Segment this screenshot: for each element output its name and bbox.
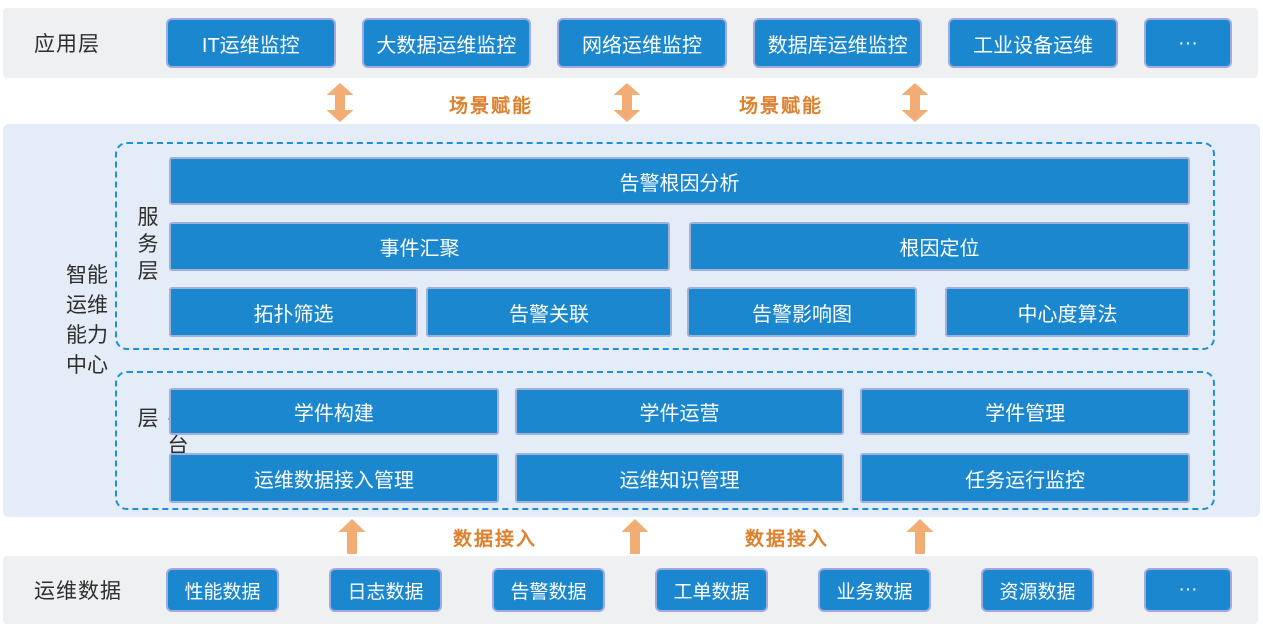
service-layer-label: 服务层 xyxy=(135,205,158,287)
capability-center-label-line: 运维 xyxy=(66,293,108,317)
data-access-label-right: 数据接入 xyxy=(744,529,830,550)
service-layer-group: 服务层 告警根因分析 事件汇聚 根因定位 拓扑筛选 告警关联 告警影响图 中心度… xyxy=(115,142,1215,350)
platform-box-ops-knowledge-management: 运维知识管理 xyxy=(514,453,845,503)
platform-box-learnware-construction: 学件构建 xyxy=(169,388,499,435)
application-layer-label: 应用层 xyxy=(34,33,100,56)
service-box-topology-filtering: 拓扑筛选 xyxy=(169,287,418,337)
data-box-resource-data: 资源数据 xyxy=(981,568,1094,612)
platform-layer-group: 平台层 学件构建 学件运营 学件管理 运维数据接入管理 运维知识管理 任务运行监… xyxy=(115,371,1215,510)
ops-data-layer-boxes: 性能数据 日志数据 告警数据 工单数据 业务数据 资源数据 ··· xyxy=(166,568,1232,612)
capability-center-label: 智能 运维 能力 中心 xyxy=(41,261,133,381)
scene-empowerment-label-right: 场景赋能 xyxy=(738,96,824,117)
service-row-1: 告警根因分析 xyxy=(169,157,1190,205)
platform-layer-content: 学件构建 学件运营 学件管理 运维数据接入管理 运维知识管理 任务运行监控 xyxy=(169,373,1191,508)
data-box-performance-data: 性能数据 xyxy=(166,568,279,612)
capability-center-label-line: 能力 xyxy=(66,323,108,347)
data-box-alarm-data: 告警数据 xyxy=(492,568,605,612)
service-box-alarm-root-cause-analysis: 告警根因分析 xyxy=(169,157,1190,205)
service-box-event-aggregation: 事件汇聚 xyxy=(169,222,670,271)
app-box-industrial-equipment-ops: 工业设备运维 xyxy=(948,18,1118,68)
scene-empowerment-label-left: 场景赋能 xyxy=(448,96,534,117)
data-box-more-ellipsis: ··· xyxy=(1144,568,1232,612)
up-arrow-icon xyxy=(621,519,649,559)
app-box-more-ellipsis: ··· xyxy=(1143,18,1232,68)
platform-row-1: 学件构建 学件运营 学件管理 xyxy=(169,388,1191,435)
platform-box-learnware-management: 学件管理 xyxy=(860,388,1191,435)
up-arrow-icon xyxy=(906,519,934,559)
service-box-alarm-correlation: 告警关联 xyxy=(426,287,672,337)
service-box-centrality-algorithm: 中心度算法 xyxy=(945,287,1190,337)
capability-center-section: 智能 运维 能力 中心 服务层 告警根因分析 事件汇聚 根因定位 拓扑筛选 告警… xyxy=(3,124,1260,517)
app-box-database-ops-monitoring: 数据库运维监控 xyxy=(752,18,923,68)
double-arrow-icon xyxy=(613,83,641,127)
up-arrow-icon xyxy=(338,519,366,559)
app-box-network-ops-monitoring: 网络运维监控 xyxy=(557,18,727,68)
ops-data-layer-bar: 运维数据 性能数据 日志数据 告警数据 工单数据 业务数据 资源数据 ··· xyxy=(3,556,1258,624)
app-box-bigdata-ops-monitoring: 大数据运维监控 xyxy=(361,18,532,68)
service-box-alarm-impact-graph: 告警影响图 xyxy=(687,287,917,337)
data-box-business-data: 业务数据 xyxy=(818,568,931,612)
capability-center-label-line: 智能 xyxy=(66,263,108,287)
application-layer-boxes: IT运维监控 大数据运维监控 网络运维监控 数据库运维监控 工业设备运维 ··· xyxy=(166,18,1232,68)
platform-row-2: 运维数据接入管理 运维知识管理 任务运行监控 xyxy=(169,453,1191,503)
service-box-root-cause-location: 根因定位 xyxy=(689,222,1190,271)
service-row-2: 事件汇聚 根因定位 xyxy=(169,222,1190,271)
capability-center-label-line: 中心 xyxy=(66,353,108,377)
app-box-it-ops-monitoring: IT运维监控 xyxy=(166,18,336,68)
platform-box-task-run-monitoring: 任务运行监控 xyxy=(860,453,1191,503)
service-layer-content: 告警根因分析 事件汇聚 根因定位 拓扑筛选 告警关联 告警影响图 中心度算法 xyxy=(169,144,1190,348)
ops-data-layer-label: 运维数据 xyxy=(34,580,122,603)
platform-box-learnware-operation: 学件运营 xyxy=(514,388,845,435)
data-box-ticket-data: 工单数据 xyxy=(655,568,768,612)
double-arrow-icon xyxy=(326,83,354,127)
data-access-label-left: 数据接入 xyxy=(452,529,538,550)
data-box-log-data: 日志数据 xyxy=(329,568,442,612)
service-row-3: 拓扑筛选 告警关联 告警影响图 中心度算法 xyxy=(169,287,1190,337)
platform-box-ops-data-access-management: 运维数据接入管理 xyxy=(169,453,499,503)
double-arrow-icon xyxy=(901,83,929,127)
application-layer-bar: 应用层 IT运维监控 大数据运维监控 网络运维监控 数据库运维监控 工业设备运维… xyxy=(3,8,1258,78)
